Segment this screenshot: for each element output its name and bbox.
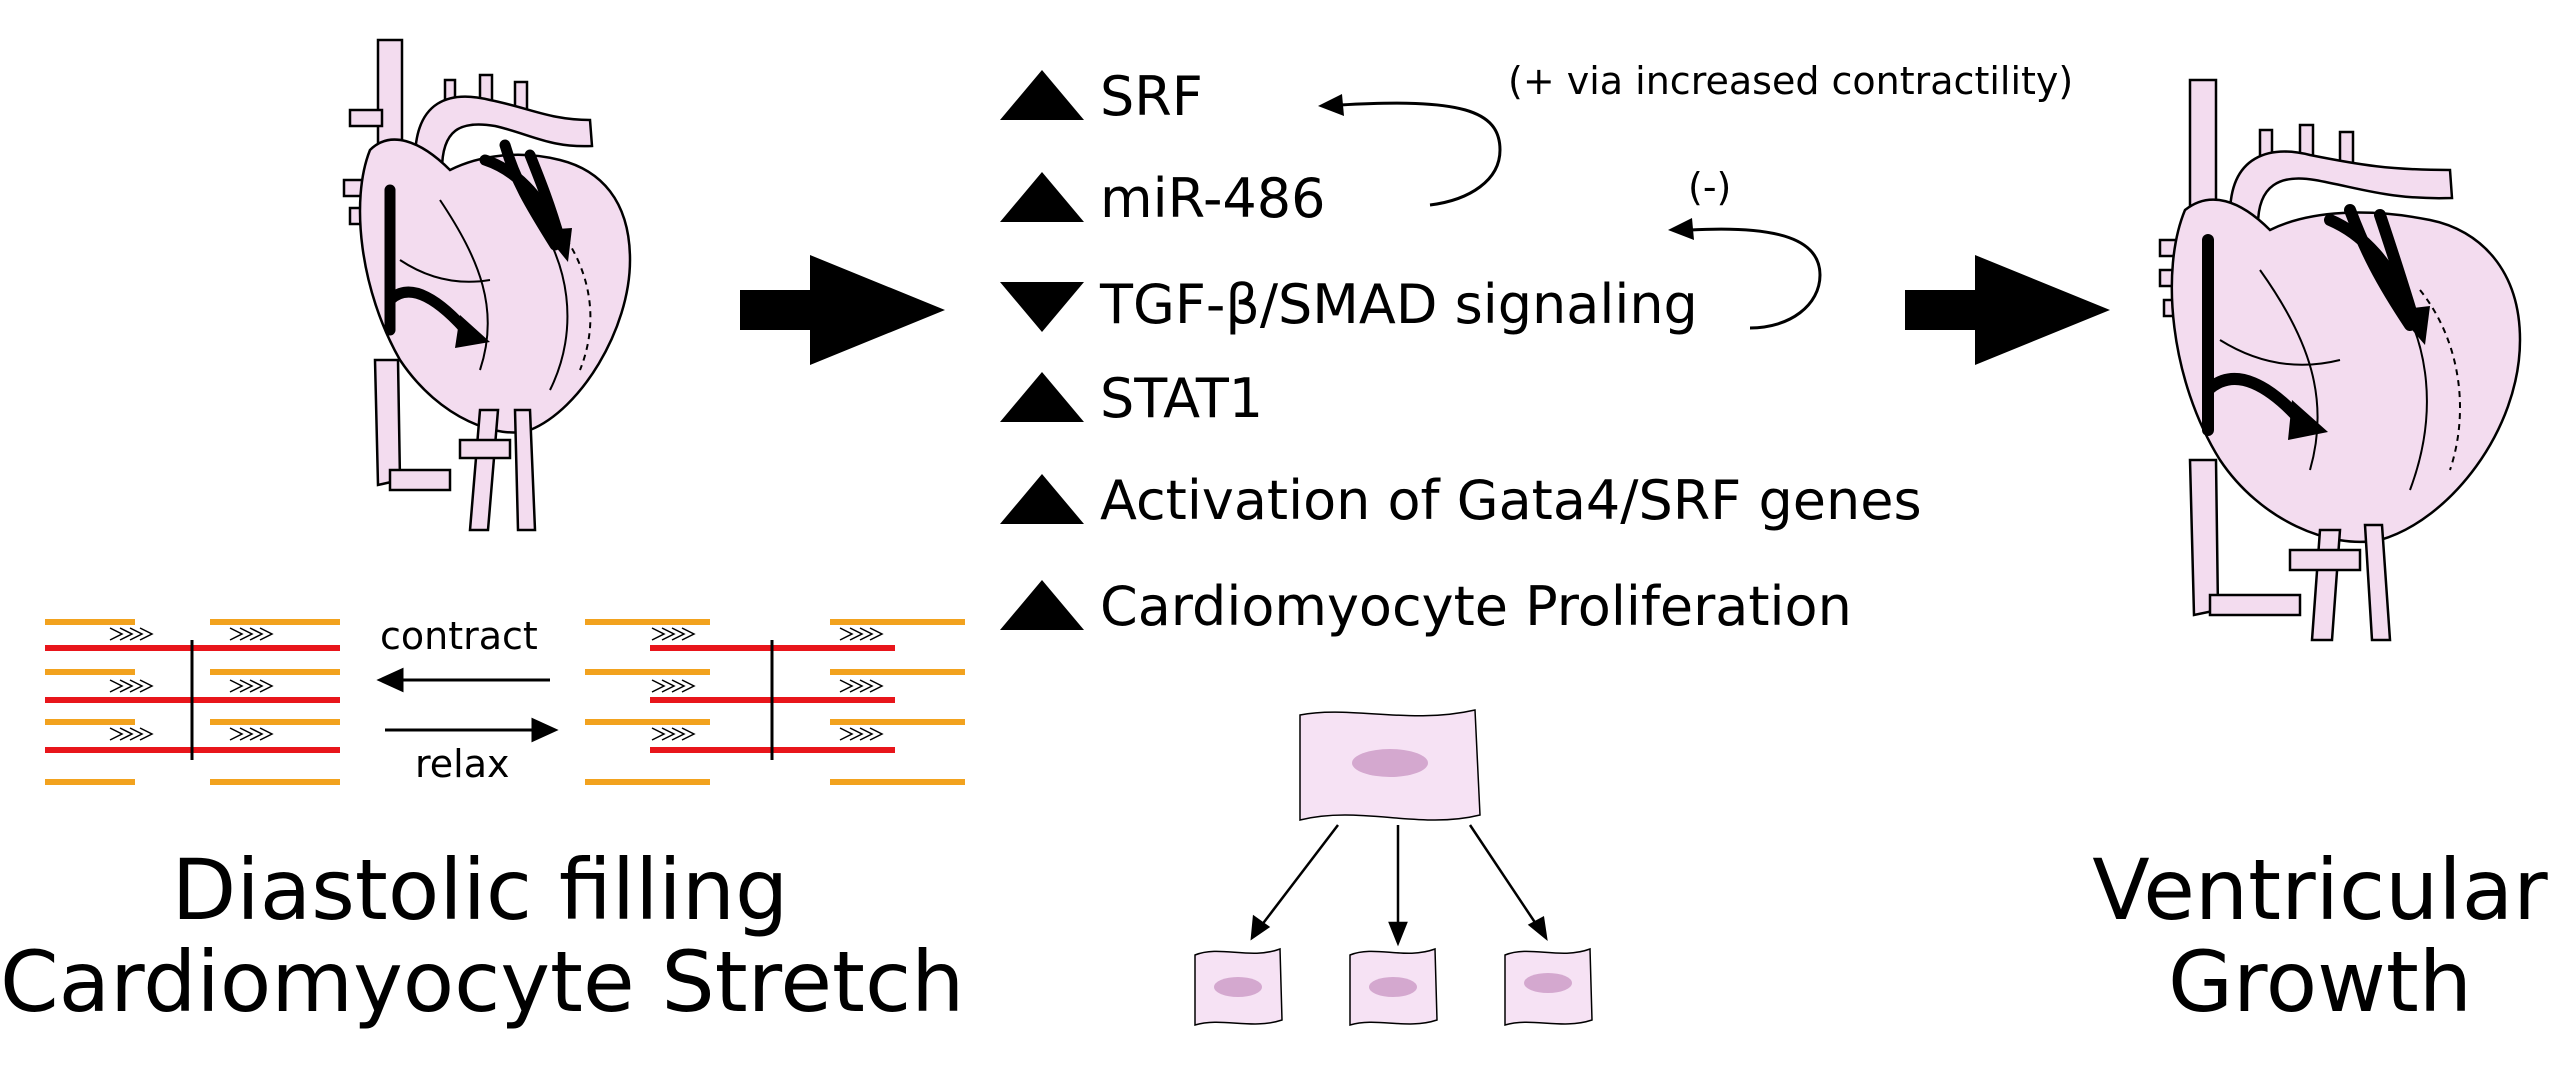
daughter-cell [1504, 947, 1593, 1027]
parent-cell [1299, 709, 1481, 821]
daughter-cell [1349, 947, 1438, 1027]
triangle-up-icon [1000, 70, 1084, 120]
triangle-up-icon [1000, 580, 1084, 630]
heart-illustration-right [2158, 78, 2522, 642]
item-srf: SRF [1100, 65, 1203, 128]
big-arrow-right [1905, 255, 2110, 365]
left-caption-line2: Cardiomyocyte Stretch [0, 933, 965, 1031]
feedback-positive-label: (+ via increased contractility) [1508, 59, 2074, 103]
relax-label: relax [415, 742, 510, 786]
proliferating-cells [1194, 709, 1593, 1027]
item-gata4-srf: Activation of Gata4/SRF genes [1100, 469, 1922, 532]
sarcomere-relaxed [45, 619, 340, 785]
contract-label: contract [380, 614, 538, 658]
feedback-arrows [1318, 94, 1822, 330]
triangle-up-icon [1000, 172, 1084, 222]
sarcomere-diagram [45, 619, 965, 785]
daughter-cell [1194, 947, 1283, 1027]
big-arrow-left [740, 255, 945, 365]
left-caption-line1: Diastolic filling [171, 841, 789, 939]
right-caption-line2: Growth [2167, 933, 2473, 1031]
triangle-up-icon [1000, 474, 1084, 524]
triangle-up-icon [1000, 372, 1084, 422]
item-mir486: miR-486 [1100, 167, 1326, 230]
heart-illustration-left [342, 38, 632, 532]
feedback-negative-label: (-) [1688, 165, 1732, 209]
sarcomere-contracted [585, 619, 965, 785]
triangle-down-icon [1000, 282, 1084, 332]
right-caption-line1: Ventricular [2092, 841, 2548, 939]
item-stat1: STAT1 [1100, 367, 1264, 430]
item-proliferation: Cardiomyocyte Proliferation [1100, 575, 1852, 638]
item-tgf-smad: TGF-β/SMAD signaling [1100, 273, 1698, 336]
